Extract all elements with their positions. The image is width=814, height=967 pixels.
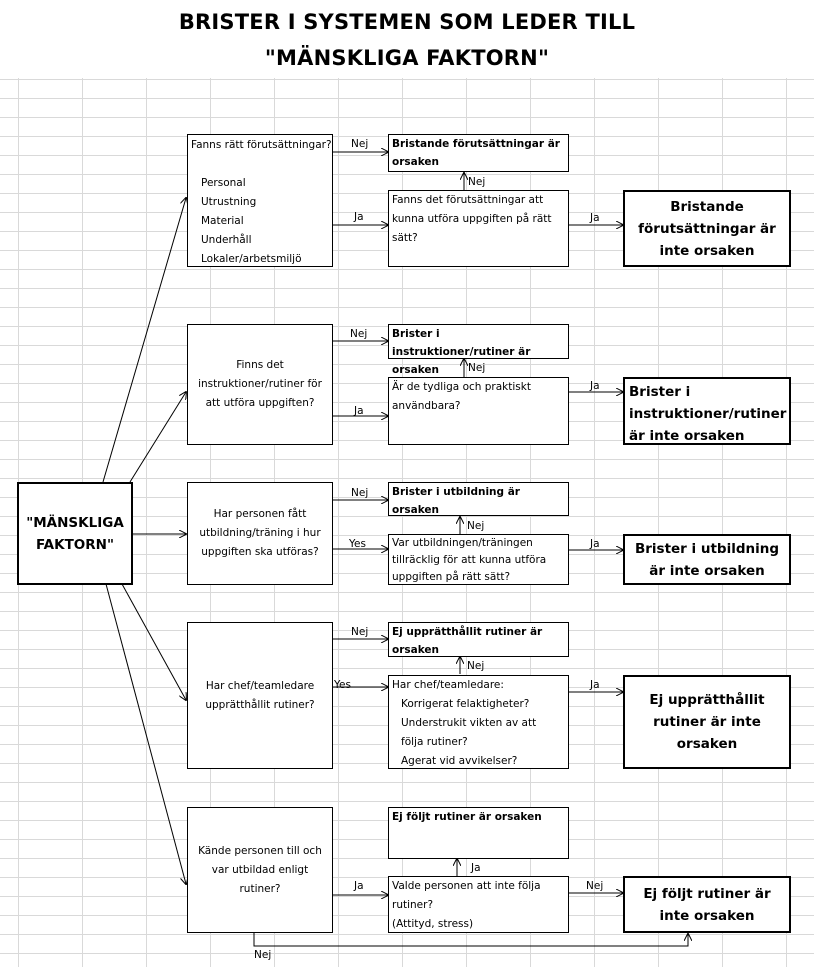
row2-follow-up: Är de tydliga och praktiskt användbara? (392, 381, 531, 412)
row4-top-result-box: Ej upprätthållit rutiner är orsaken (388, 622, 569, 657)
row3-question-box: Har personen fått utbildning/träning i h… (187, 482, 333, 585)
row1-top-result: Bristande förutsättningar är orsaken (392, 138, 560, 168)
row3-final-result-box: Brister i utbildning är inte orsaken (623, 534, 791, 585)
row1-item: Personal (201, 177, 246, 189)
row4-follow-up-item: Understrukit vikten av att följa rutiner… (401, 717, 537, 748)
row4-up-label: Nej (467, 660, 485, 672)
row2-yes-label: Ja (354, 405, 364, 417)
row4-final-result-box: Ej upprätthållit rutiner är inte orsaken (623, 675, 791, 769)
row1-up-label: Nej (468, 176, 486, 188)
row4-final-result: Ej upprätthållit rutiner är inte orsaken (649, 692, 765, 752)
row4-follow-up-box: Har chef/teamledare: Korrigerat felaktig… (388, 675, 569, 769)
row2-final-result: Brister i instruktioner/rutiner är inte … (629, 384, 787, 444)
row4-follow-up-title: Har chef/teamledare: (392, 679, 504, 691)
row2-top-result: Brister i instruktioner/rutiner är orsak… (392, 328, 531, 376)
row1-question-box: Fanns rätt förutsättningar? Personal Utr… (187, 134, 333, 267)
row3-yes-label: Yes (349, 538, 366, 550)
row4-follow-up-item: Korrigerat felaktigheter? (401, 698, 530, 710)
row4-follow-up-item: Agerat vid avvikelser? (401, 755, 518, 767)
row5-follow-up-box: Valde personen att inte följa rutiner? (… (388, 876, 569, 933)
page-title: BRISTER I SYSTEMEN SOM LEDER TILL (178, 10, 636, 34)
title-area (0, 0, 814, 78)
root-box: "MÄNSKLIGA FAKTORN" (17, 482, 133, 585)
root-label: "MÄNSKLIGA FAKTORN" (26, 514, 124, 553)
row3-up-label: Nej (467, 520, 485, 532)
root-arrow-4 (121, 583, 186, 700)
row5-up-label: Ja (471, 862, 481, 874)
row3-question: Har personen fått utbildning/träning i h… (199, 508, 321, 558)
row1-item: Lokaler/arbetsmiljö (201, 253, 302, 265)
row1-yes-label: Ja (354, 211, 364, 223)
page-subtitle: "MÄNSKLIGA FAKTORN" (264, 46, 550, 70)
row2-question: Finns det instruktioner/rutiner för att … (198, 359, 322, 409)
row5-yes-label: Ja (354, 880, 364, 892)
row5-question-box: Kände personen till och var utbildad enl… (187, 807, 333, 933)
row4-final-label: Ja (590, 679, 600, 691)
row4-no-label: Nej (351, 626, 369, 638)
row4-question: Har chef/teamledare upprätthållit rutine… (205, 679, 315, 711)
row3-follow-up-box: Var utbildningen/träningen tillräcklig f… (388, 534, 569, 585)
row3-top-result-box: Brister i utbildning är orsaken (388, 482, 569, 516)
row2-top-result-box: Brister i instruktioner/rutiner är orsak… (388, 324, 569, 376)
row3-follow-up: Var utbildningen/träningen tillräcklig f… (392, 537, 547, 583)
row2-question-box: Finns det instruktioner/rutiner för att … (187, 324, 333, 445)
row1-item: Material (201, 215, 244, 227)
row5-top-result: Ej följt rutiner är orsaken (392, 811, 542, 823)
row2-final-result-box: Brister i instruktioner/rutiner är inte … (623, 377, 791, 445)
row5-final-result-box: Ej följt rutiner är inte orsaken (623, 876, 791, 933)
root-arrow-1 (102, 198, 186, 483)
row3-final-label: Ja (590, 538, 600, 550)
row3-final-result: Brister i utbildning är inte orsaken (634, 540, 780, 579)
row1-follow-up-box: Fanns det förutsättningar att kunna utfö… (388, 190, 569, 267)
row4-yes-label: Yes (334, 679, 351, 691)
root-arrow-2 (129, 392, 186, 483)
row1-no-label: Nej (351, 138, 369, 150)
row5-bottom-label: Nej (254, 949, 272, 961)
row1-question: Fanns rätt förutsättningar? (191, 139, 332, 151)
row1-top-result-box: Bristande förutsättningar är orsaken (388, 134, 569, 172)
row3-no-label: Nej (351, 487, 369, 499)
row5-final-result: Ej följt rutiner är inte orsaken (643, 885, 771, 924)
row1-follow-up: Fanns det förutsättningar att kunna utfö… (392, 194, 552, 244)
row1-final-label: Ja (590, 212, 600, 224)
row5-final-label: Nej (586, 880, 604, 892)
row1-item: Utrustning (201, 196, 257, 208)
row5-follow-up-note: (Attityd, stress) (392, 918, 474, 930)
row5-bottom-arrow (253, 932, 688, 947)
row5-top-result-box: Ej följt rutiner är orsaken (388, 807, 569, 859)
row1-final-result: Bristande förutsättningar är inte orsake… (638, 198, 776, 259)
row2-final-label: Ja (590, 380, 600, 392)
row4-top-result: Ej upprätthållit rutiner är orsaken (392, 626, 543, 656)
row1-final-result-box: Bristande förutsättningar är inte orsake… (623, 190, 791, 267)
row5-follow-up: Valde personen att inte följa rutiner? (392, 880, 541, 911)
row3-top-result: Brister i utbildning är orsaken (392, 486, 520, 516)
row2-follow-up-box: Är de tydliga och praktiskt användbara? (388, 377, 569, 445)
row5-question: Kände personen till och var utbildad enl… (198, 844, 322, 895)
row1-item: Underhåll (201, 234, 252, 246)
row2-up-label: Nej (468, 362, 486, 374)
root-arrow-5 (105, 583, 186, 884)
row4-question-box: Har chef/teamledare upprätthållit rutine… (187, 622, 333, 769)
row2-no-label: Nej (350, 328, 368, 340)
